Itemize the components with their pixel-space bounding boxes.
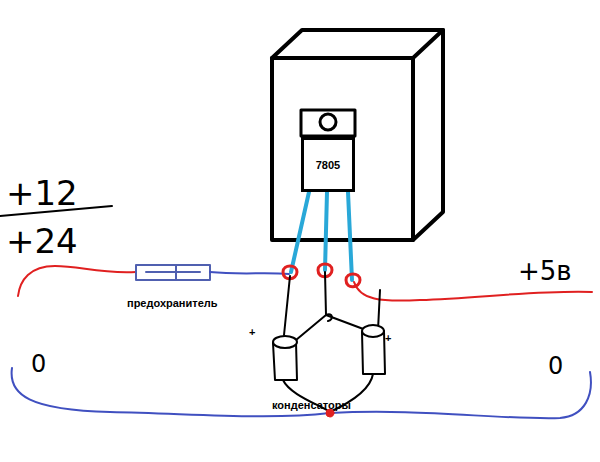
polarity-mark: + [249,327,255,338]
ground-mark: 0 [31,352,46,376]
ground-wire [12,368,591,418]
capacitor-symbol [273,325,385,380]
fuse-wire [210,272,289,274]
voltage-label: +12 [6,176,78,210]
part-name: предохранитель [127,298,218,309]
regulator-body: 7805 [301,137,355,192]
regulator-pins [291,192,352,280]
regulator-package [301,110,355,136]
part-number: 7805 [316,159,340,171]
ground-mark: 0 [548,354,563,378]
polarity-mark: + [385,333,391,344]
output-wire [354,282,592,301]
part-name: конденсаторы [272,400,351,411]
solder-pads [283,264,360,287]
input-wire [18,266,136,296]
heatsink [272,30,443,240]
fuse-symbol [136,265,210,280]
voltage-label: +24 [6,224,78,258]
voltage-label: +5в [518,258,572,284]
